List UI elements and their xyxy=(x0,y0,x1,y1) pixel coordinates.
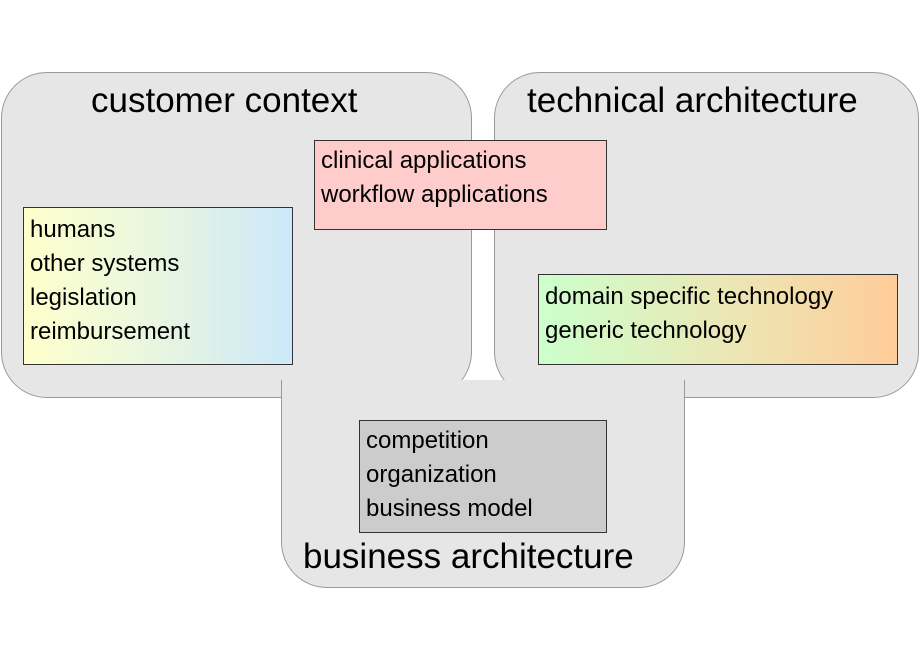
customer-item-other-systems: other systems xyxy=(30,250,180,277)
business-item-competition: competition xyxy=(366,427,489,454)
customer-context-box: humans other systems legislation reimbur… xyxy=(23,207,293,365)
business-item-organization: organization xyxy=(366,461,497,488)
technical-architecture-title: technical architecture xyxy=(527,81,858,120)
business-architecture-title: business architecture xyxy=(303,537,634,576)
customer-item-legislation: legislation xyxy=(30,284,137,311)
customer-item-reimbursement: reimbursement xyxy=(30,318,191,345)
applications-box: clinical applications workflow applicati… xyxy=(314,140,607,230)
technology-item-generic: generic technology xyxy=(545,317,747,344)
applications-item-workflow: workflow applications xyxy=(321,181,548,208)
technology-box: domain specific technology generic techn… xyxy=(538,274,898,365)
customer-context-title: customer context xyxy=(91,81,358,120)
business-box: competition organization business model xyxy=(359,420,607,533)
customer-item-humans: humans xyxy=(30,216,116,243)
technology-item-domain-specific: domain specific technology xyxy=(545,283,834,310)
applications-item-clinical: clinical applications xyxy=(321,147,527,174)
business-item-business-model: business model xyxy=(366,495,533,522)
